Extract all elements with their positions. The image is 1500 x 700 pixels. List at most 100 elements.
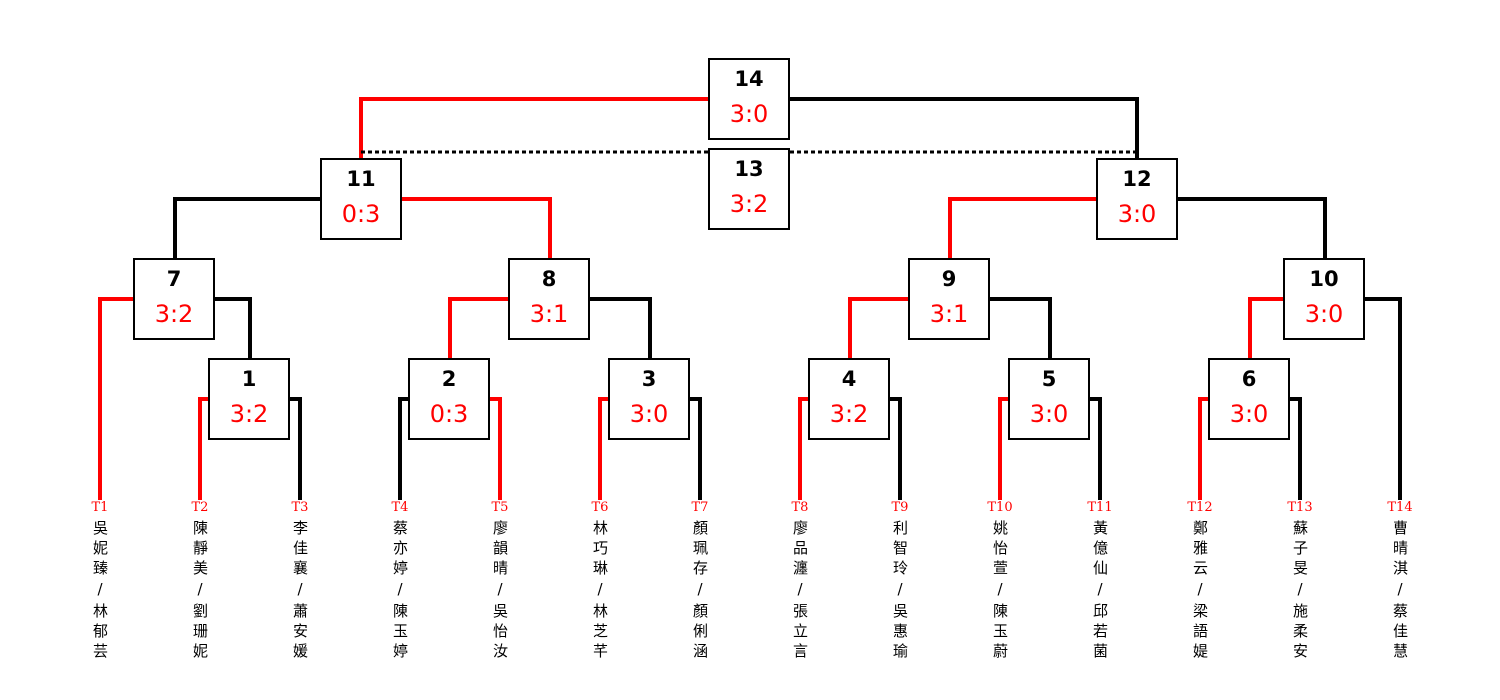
match-8-left-connector: [448, 297, 510, 358]
match-12-left-connector: [948, 197, 1098, 258]
match-score: 3:0: [1229, 400, 1269, 428]
match-14-left-connector: [359, 97, 710, 158]
team-players: 曹晴淇/蔡佳慧: [1391, 520, 1409, 663]
team-code: T11: [1087, 500, 1113, 515]
team-players: 姚怡萱/陳玉蔚: [991, 520, 1009, 663]
team-entry: T13 蘇子旻/施柔安: [1280, 500, 1320, 663]
team-players: 黃億仙/邱若菌: [1091, 520, 1109, 663]
match-number: 11: [346, 167, 376, 191]
team-code: T13: [1287, 500, 1313, 515]
match-10-right-connector: [1365, 297, 1402, 500]
match-2-left-connector: [398, 397, 410, 500]
match-7-left-connector: [98, 297, 135, 500]
match-1-right-connector: [290, 397, 302, 500]
match-number: 13: [734, 157, 764, 181]
team-players: 蔡亦婷/陳玉婷: [391, 520, 409, 663]
match-number: 8: [541, 267, 557, 291]
team-entry: T9 利智玲/吳惠瑜: [880, 500, 920, 663]
match-5-right-connector: [1090, 397, 1102, 500]
match-number: 1: [241, 367, 257, 391]
match-score: 3:2: [229, 400, 269, 428]
match-score: 0:3: [341, 200, 381, 228]
team-code: T3: [291, 500, 309, 515]
match-10-left-connector: [1248, 297, 1285, 358]
team-entry: T7 顏珮存/顏俐涵: [680, 500, 720, 663]
match-4-right-connector: [890, 397, 902, 500]
match-11-right-connector: [402, 197, 552, 258]
match-9-right-connector: [990, 297, 1052, 358]
match-3-left-connector: [598, 397, 610, 500]
team-players: 李佳襄/蕭安媛: [291, 520, 309, 663]
team-code: T8: [791, 500, 809, 515]
team-entry: T1 吳妮臻/林郁芸: [80, 500, 120, 663]
match-1-left-connector: [198, 397, 210, 500]
match-number: 4: [841, 367, 857, 391]
match-4-left-connector: [798, 397, 810, 500]
team-entry: T6 林巧琳/林芝芊: [580, 500, 620, 663]
match-number: 2: [441, 367, 457, 391]
match-score: 3:2: [829, 400, 869, 428]
team-entry: T3 李佳襄/蕭安媛: [280, 500, 320, 663]
team-entry: T14 曹晴淇/蔡佳慧: [1380, 500, 1420, 663]
match-number: 10: [1309, 267, 1339, 291]
match-score: 3:1: [929, 300, 969, 328]
match-14-right-connector: [790, 97, 1139, 158]
match-8-right-connector: [590, 297, 652, 358]
match-score: 3:0: [1117, 200, 1157, 228]
match-12-right-connector: [1178, 197, 1327, 258]
team-players: 顏珮存/顏俐涵: [691, 520, 709, 663]
match-7-right-connector: [215, 297, 252, 358]
match-score: 3:2: [154, 300, 194, 328]
team-entry: T11 黃億仙/邱若菌: [1080, 500, 1120, 663]
team-code: T2: [191, 500, 209, 515]
team-entry: T4 蔡亦婷/陳玉婷: [380, 500, 420, 663]
team-entry: T10 姚怡萱/陳玉蔚: [980, 500, 1020, 663]
match-5-left-connector: [998, 397, 1010, 500]
team-code: T14: [1387, 500, 1413, 515]
team-players: 廖品瀍/張立言: [791, 520, 809, 663]
match-score: 0:3: [429, 400, 469, 428]
team-code: T10: [987, 500, 1013, 515]
team-players: 蘇子旻/施柔安: [1291, 520, 1309, 663]
team-entry: T8 廖品瀍/張立言: [780, 500, 820, 663]
match-11-left-connector: [173, 197, 322, 258]
match-2-right-connector: [490, 397, 502, 500]
match-score: 3:2: [729, 190, 769, 218]
match-score: 3:0: [629, 400, 669, 428]
match-6-right-connector: [1290, 397, 1302, 500]
team-code: T6: [591, 500, 609, 515]
team-code: T9: [891, 500, 909, 515]
team-players: 利智玲/吳惠瑜: [891, 520, 909, 663]
team-code: T7: [691, 500, 709, 515]
team-players: 林巧琳/林芝芊: [591, 520, 609, 663]
team-code: T5: [491, 500, 509, 515]
match-number: 5: [1041, 367, 1057, 391]
match-9-left-connector: [848, 297, 910, 358]
match-6-left-connector: [1198, 397, 1210, 500]
team-players: 吳妮臻/林郁芸: [91, 520, 109, 663]
match-score: 3:0: [729, 100, 769, 128]
team-code: T1: [91, 500, 109, 515]
team-code: T12: [1187, 500, 1213, 515]
match-score: 3:1: [529, 300, 569, 328]
team-code: T4: [391, 500, 409, 515]
match-number: 12: [1122, 167, 1152, 191]
match-number: 14: [734, 67, 764, 91]
